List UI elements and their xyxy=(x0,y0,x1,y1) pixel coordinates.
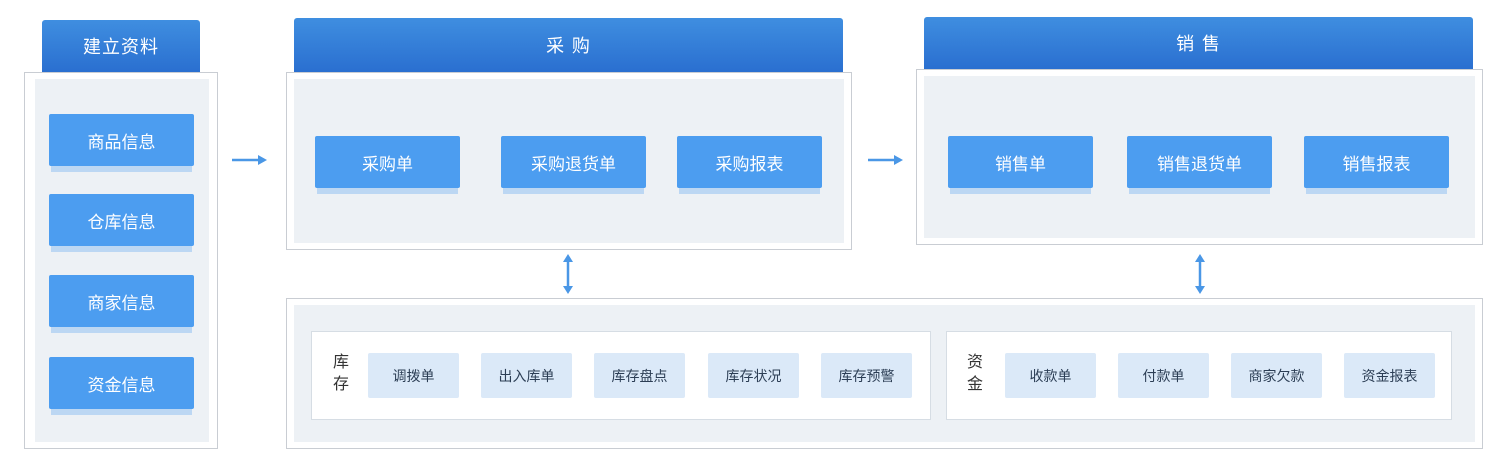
sales-return-button[interactable]: 销售退货单 xyxy=(1127,136,1272,188)
arrow-up-down-icon xyxy=(1195,254,1205,294)
fund-report-button[interactable]: 资金报表 xyxy=(1344,353,1435,398)
inventory-label: 库 存 xyxy=(332,352,349,393)
purchase-order-button[interactable]: 采购单 xyxy=(315,136,460,188)
purchase-header: 采 购 xyxy=(294,18,843,72)
setup-title: 建立资料 xyxy=(83,37,159,58)
goods-info-button[interactable]: 商品信息 xyxy=(49,114,194,166)
in-out-order-button[interactable]: 出入库单 xyxy=(481,353,572,398)
arrow-right-icon xyxy=(868,155,903,165)
payment-order-button[interactable]: 付款单 xyxy=(1118,353,1209,398)
stock-alert-button[interactable]: 库存预警 xyxy=(821,353,912,398)
purchase-return-button[interactable]: 采购退货单 xyxy=(501,136,646,188)
sales-order-button[interactable]: 销售单 xyxy=(948,136,1093,188)
merchant-info-button[interactable]: 商家信息 xyxy=(49,275,194,327)
receipt-order-button[interactable]: 收款单 xyxy=(1005,353,1096,398)
stock-count-button[interactable]: 库存盘点 xyxy=(594,353,685,398)
arrow-up-down-icon xyxy=(563,254,573,294)
purchase-title: 采 购 xyxy=(546,36,591,57)
fund-info-button[interactable]: 资金信息 xyxy=(49,357,194,409)
sales-header: 销 售 xyxy=(924,17,1473,69)
sales-title: 销 售 xyxy=(1176,34,1221,55)
stock-status-button[interactable]: 库存状况 xyxy=(708,353,799,398)
funds-label: 资 金 xyxy=(966,352,983,393)
merchant-debt-button[interactable]: 商家欠款 xyxy=(1231,353,1322,398)
sales-report-button[interactable]: 销售报表 xyxy=(1304,136,1449,188)
setup-header: 建立资料 xyxy=(42,20,200,72)
warehouse-info-button[interactable]: 仓库信息 xyxy=(49,194,194,246)
arrow-right-icon xyxy=(232,155,267,165)
purchase-report-button[interactable]: 采购报表 xyxy=(677,136,822,188)
transfer-order-button[interactable]: 调拨单 xyxy=(368,353,459,398)
